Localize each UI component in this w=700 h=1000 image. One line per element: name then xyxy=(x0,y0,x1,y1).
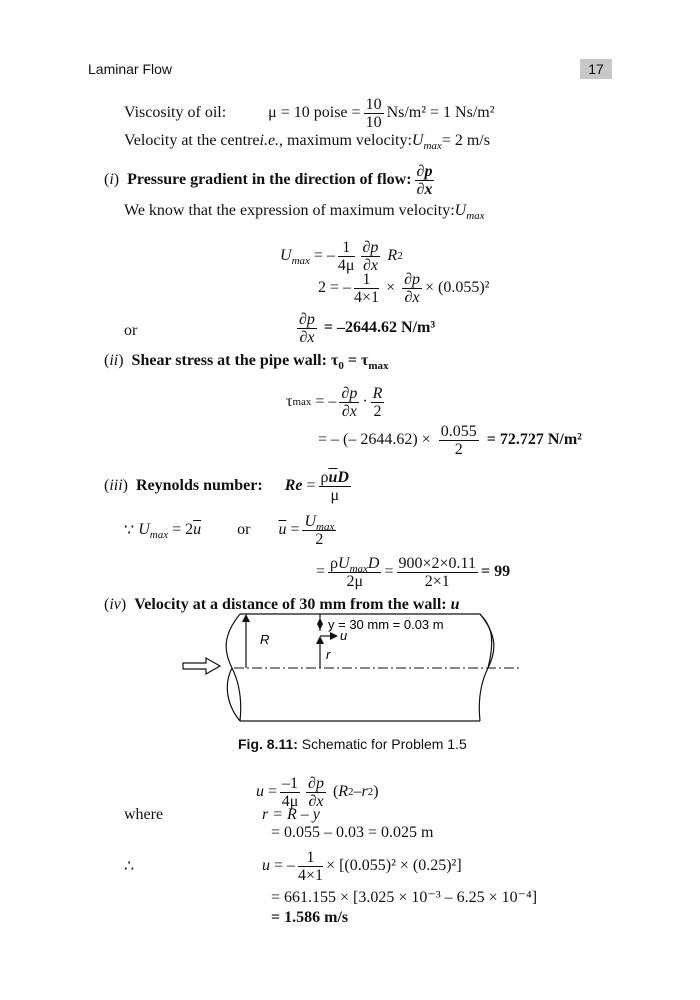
velocity-text-a: Velocity at the centre xyxy=(124,132,260,149)
part-ii-title: Shear stress at the pipe wall: xyxy=(131,352,327,369)
part-i-heading: (i) Pressure gradient in the direction o… xyxy=(104,160,437,200)
viscosity-mu: μ = 10 poise = xyxy=(268,104,361,121)
u-symbol: u xyxy=(446,596,460,613)
velocity-text-ie: i.e. xyxy=(259,132,280,149)
or-label-2: or xyxy=(237,521,251,538)
u-max-symbol-2: Umax xyxy=(454,202,485,223)
velocity-value: = 2 m/s xyxy=(441,132,490,149)
part-ii-result: = 72.727 N/m² xyxy=(486,431,582,448)
since-symbol: ∵ xyxy=(124,522,135,539)
velocity-line: Velocity at the centre i.e., maximum vel… xyxy=(124,132,490,153)
dp-dx-fraction: ∂p∂x xyxy=(414,162,435,198)
dp-dx-result: ∂p∂x = –2644.62 N/m³ xyxy=(297,310,436,346)
part-i-text-body: We know that the expression of maximum v… xyxy=(124,202,455,219)
r-equation: r = R – y xyxy=(262,806,320,823)
therefore-symbol: ∴ xyxy=(124,858,135,875)
pipe-schematic: R y = 30 mm = 0.03 m u r xyxy=(182,613,522,722)
running-title: Laminar Flow xyxy=(88,61,173,77)
caption-text: Schematic for Problem 1.5 xyxy=(297,736,467,752)
velocity-text-b: , maximum velocity: xyxy=(279,132,412,149)
eq2-tail: × (0.055)² xyxy=(425,279,490,296)
figure-caption: Fig. 8.11: Schematic for Problem 1.5 xyxy=(238,736,467,752)
r-value: = 0.055 – 0.03 = 0.025 m xyxy=(271,824,434,841)
part-ii-heading: (ii) Shear stress at the pipe wall: τ0 =… xyxy=(104,352,389,373)
eq2-lhs: 2 = – xyxy=(318,279,352,296)
part-iii-number: (iii) xyxy=(104,477,136,494)
radius-label: R xyxy=(260,632,269,647)
part-iv-result: = 1.586 m/s xyxy=(271,909,349,926)
part-i-result: = –2644.62 N/m³ xyxy=(323,319,436,336)
part-iii-result: = 99 xyxy=(480,563,511,580)
viscosity-tail: Ns/m² = 1 Ns/m² xyxy=(386,104,495,121)
flow-arrow xyxy=(182,656,222,676)
tau-relation: τ0 = τmax xyxy=(326,352,389,373)
part-ii-number: (ii) xyxy=(104,352,132,369)
part-iv-number: (iv) xyxy=(104,596,135,613)
caption-label: Fig. 8.11: xyxy=(238,736,298,752)
part-iii-title: Reynolds number: xyxy=(136,477,263,494)
u-evaluated: = 661.155 × [3.025 × 10⁻³ – 6.25 × 10⁻⁴] xyxy=(271,889,538,906)
where-label: where xyxy=(124,806,164,823)
velocity-label: u xyxy=(340,628,347,643)
viscosity-label: Viscosity of oil: xyxy=(124,104,227,121)
part-iv-title: Velocity at a distance of 30 mm from the… xyxy=(134,596,447,613)
part-iv-heading: (iv) Velocity at a distance of 30 mm fro… xyxy=(104,596,460,614)
part-i-text: We know that the expression of maximum v… xyxy=(124,202,485,223)
local-radius-label: r xyxy=(326,647,331,662)
or-label-1: or xyxy=(124,322,138,339)
page-number: 17 xyxy=(588,61,604,77)
tau-line2: = – (– 2644.62) × xyxy=(318,431,431,448)
part-i-number: (i) xyxy=(104,171,128,188)
page-number-badge xyxy=(580,59,612,79)
u-max-symbol: Umax xyxy=(411,132,442,153)
part-i-title: Pressure gradient in the direction of fl… xyxy=(127,171,412,188)
u-line1-tail: × [(0.055)² × (0.25)²] xyxy=(326,857,462,874)
y-distance-label: y = 30 mm = 0.03 m xyxy=(328,617,444,632)
